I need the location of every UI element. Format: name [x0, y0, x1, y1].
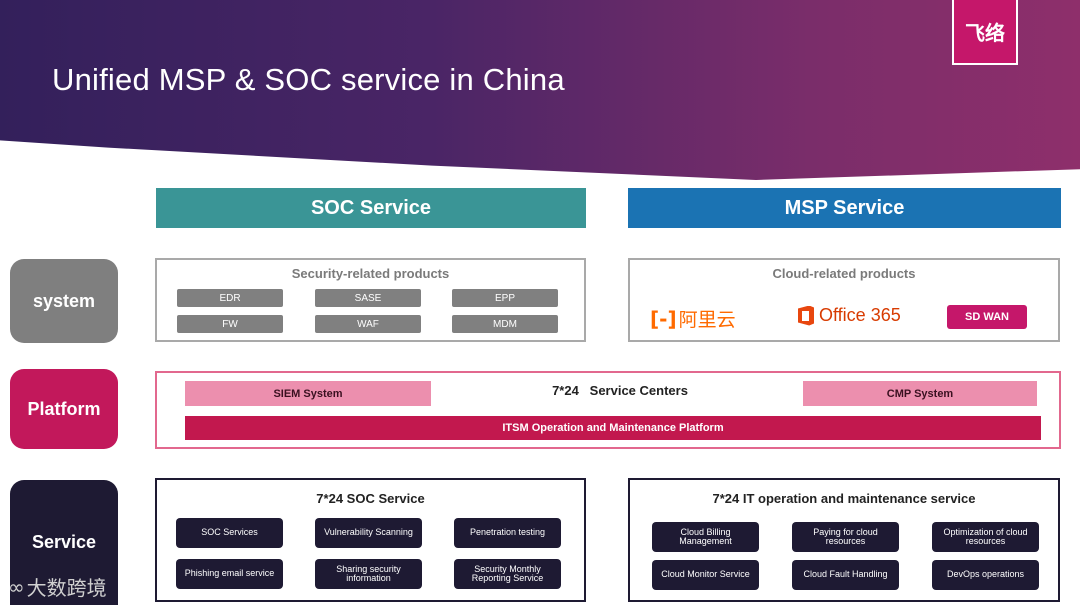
- soc-item-sharing-security-info: Sharing security information: [315, 559, 422, 589]
- soc-item-security-monthly-reporting: Security Monthly Reporting Service: [454, 559, 561, 589]
- product-fw: FW: [177, 315, 283, 333]
- slide-title: Unified MSP & SOC service in China: [52, 62, 565, 97]
- service-centers-label: 7*24 Service Centers: [552, 383, 688, 398]
- office365-text: Office 365: [819, 305, 901, 325]
- product-edr: EDR: [177, 289, 283, 307]
- product-waf: WAF: [315, 315, 421, 333]
- soc-item-penetration-testing: Penetration testing: [454, 518, 561, 548]
- product-epp: EPP: [452, 289, 558, 307]
- siem-system-box: SIEM System: [185, 381, 431, 406]
- brand-logo-text: 飞络: [965, 21, 1005, 45]
- msp-item-cloud-monitor: Cloud Monitor Service: [652, 560, 759, 590]
- aliyun-text: 阿里云: [678, 309, 736, 331]
- title-banner: [0, 0, 1080, 180]
- security-products-title: Security-related products: [291, 266, 450, 281]
- soc-item-soc-services: SOC Services: [176, 518, 283, 548]
- sdwan-badge: SD WAN: [947, 305, 1027, 329]
- msp-service-title: 7*24 IT operation and maintenance servic…: [712, 491, 976, 506]
- row-label-platform: Platform: [10, 369, 118, 449]
- msp-service-header: MSP Service: [628, 188, 1061, 228]
- msp-item-devops-operations: DevOps operations: [932, 560, 1039, 590]
- soc-item-vulnerability-scanning: Vulnerability Scanning: [315, 518, 422, 548]
- product-sase: SASE: [315, 289, 421, 307]
- watermark: ∞ 大数跨境: [8, 572, 107, 601]
- msp-item-cloud-fault-handling: Cloud Fault Handling: [792, 560, 899, 590]
- cloud-products-title: Cloud-related products: [772, 266, 916, 281]
- aliyun-logo: [-] 阿里云: [650, 305, 736, 332]
- soc-item-phishing-email: Phishing email service: [176, 559, 283, 589]
- brand-logo: 飞络: [952, 0, 1018, 65]
- office-icon: [798, 305, 814, 326]
- itsm-platform-bar: ITSM Operation and Maintenance Platform: [185, 416, 1041, 440]
- msp-item-paying-cloud-resources: Paying for cloud resources: [792, 522, 899, 552]
- aliyun-icon: [-]: [650, 306, 677, 331]
- row-label-service: Service: [10, 480, 118, 605]
- soc-service-title: 7*24 SOC Service: [316, 491, 425, 506]
- office365-logo: Office 365: [798, 305, 901, 326]
- watermark-text: 大数跨境: [26, 576, 107, 600]
- row-label-system: system: [10, 259, 118, 343]
- msp-item-optimization-cloud-resources: Optimization of cloud resources: [932, 522, 1039, 552]
- msp-item-cloud-billing: Cloud Billing Management: [652, 522, 759, 552]
- product-mdm: MDM: [452, 315, 558, 333]
- cmp-system-box: CMP System: [803, 381, 1037, 406]
- watermark-icon: ∞: [8, 574, 25, 599]
- soc-service-header: SOC Service: [156, 188, 586, 228]
